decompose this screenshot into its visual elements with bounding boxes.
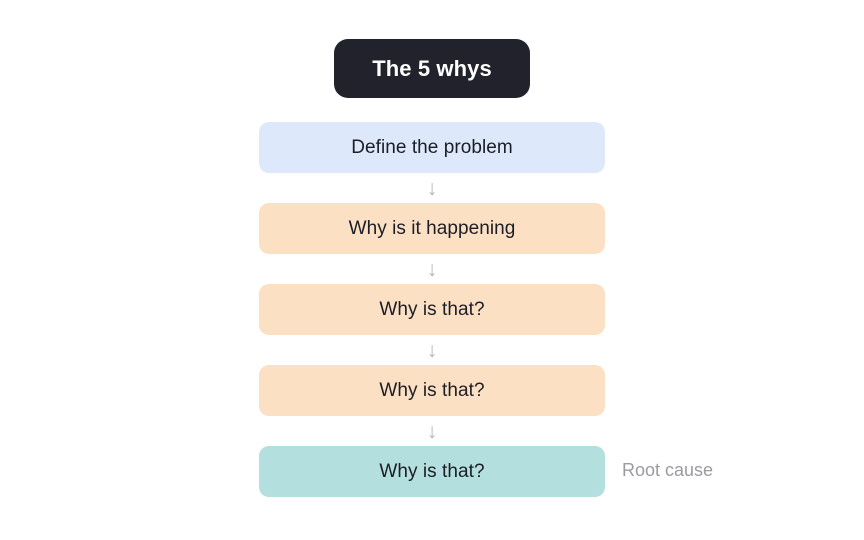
step-box-root-cause[interactable]: Why is that? [259,446,605,497]
step-label: Why is that? [379,380,485,401]
flow-column: Define the problem ↓ Why is it happening… [259,122,605,497]
page-title: The 5 whys [372,55,492,81]
step-box-why-is-that-2[interactable]: Why is that? [259,365,605,416]
flow-step-4: Why is that? [259,365,605,416]
connector-2-3: ↓ [259,254,605,284]
step-box-why-is-that-1[interactable]: Why is that? [259,284,605,335]
flow-step-3: Why is that? [259,284,605,335]
connector-4-5: ↓ [259,416,605,446]
step-label: Why is it happening [348,218,516,239]
step-label: Define the problem [351,137,513,158]
arrow-down-icon: ↓ [426,257,438,281]
step-label: Why is that? [379,299,485,320]
root-cause-annotation: Root cause [622,460,714,480]
connector-1-2: ↓ [259,173,605,203]
diagram-title-pill: The 5 whys [334,39,530,98]
arrow-down-icon: ↓ [426,338,438,362]
connector-3-4: ↓ [259,335,605,365]
step-box-why-is-it-happening[interactable]: Why is it happening [259,203,605,254]
flow-step-2: Why is it happening [259,203,605,254]
arrow-down-icon: ↓ [426,419,438,443]
step-label: Why is that? [379,461,485,482]
flow-step-5: Why is that? [259,446,605,497]
arrow-down-icon: ↓ [426,176,438,200]
step-box-define-the-problem[interactable]: Define the problem [259,122,605,173]
flow-step-1: Define the problem [259,122,605,173]
